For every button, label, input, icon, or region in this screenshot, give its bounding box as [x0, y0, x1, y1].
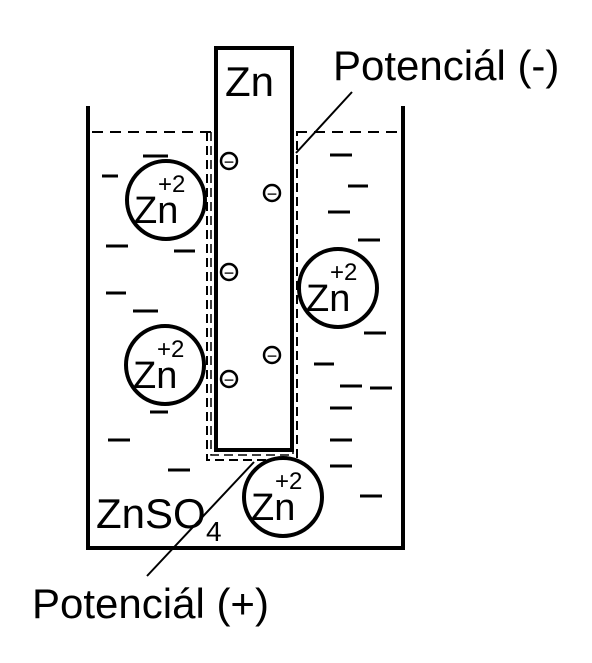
zinc-ion: Zn +2: [242, 456, 324, 538]
svg-text:+2: +2: [330, 259, 357, 286]
svg-text:+2: +2: [275, 468, 302, 495]
svg-text:4: 4: [206, 516, 222, 547]
zinc-ion: Zn +2: [297, 247, 379, 329]
double-layer-outer: [206, 132, 298, 461]
zinc-ion: Zn +2: [125, 159, 207, 241]
zinc-ion: Zn +2: [124, 324, 206, 406]
svg-text:−: −: [224, 370, 235, 390]
liquid-dashes: [102, 153, 392, 498]
svg-text:Zn: Zn: [306, 278, 350, 320]
electron: −: [219, 369, 239, 390]
svg-text:Zn: Zn: [133, 355, 177, 397]
electron: −: [219, 151, 239, 172]
svg-text:ZnSO: ZnSO: [96, 490, 206, 537]
electron: −: [262, 183, 282, 204]
potential-positive-leader: [146, 461, 255, 577]
potential-negative-label: Potenciál (-): [333, 42, 559, 89]
solution-label: ZnSO 4: [96, 490, 222, 547]
svg-text:−: −: [224, 263, 235, 283]
svg-text:+2: +2: [158, 171, 185, 198]
beaker: [86, 106, 405, 550]
svg-text:−: −: [224, 152, 235, 172]
svg-text:−: −: [267, 346, 278, 366]
electron: −: [262, 345, 282, 366]
svg-text:Zn: Zn: [251, 487, 295, 529]
svg-text:−: −: [267, 184, 278, 204]
potential-negative-leader: [295, 91, 353, 154]
double-layer-inner: [210, 132, 294, 456]
potential-positive-label: Potenciál (+): [32, 580, 269, 627]
electrode-label: Zn: [225, 58, 274, 105]
svg-text:+2: +2: [157, 336, 184, 363]
svg-text:Zn: Zn: [134, 190, 178, 232]
electron: −: [219, 262, 239, 283]
